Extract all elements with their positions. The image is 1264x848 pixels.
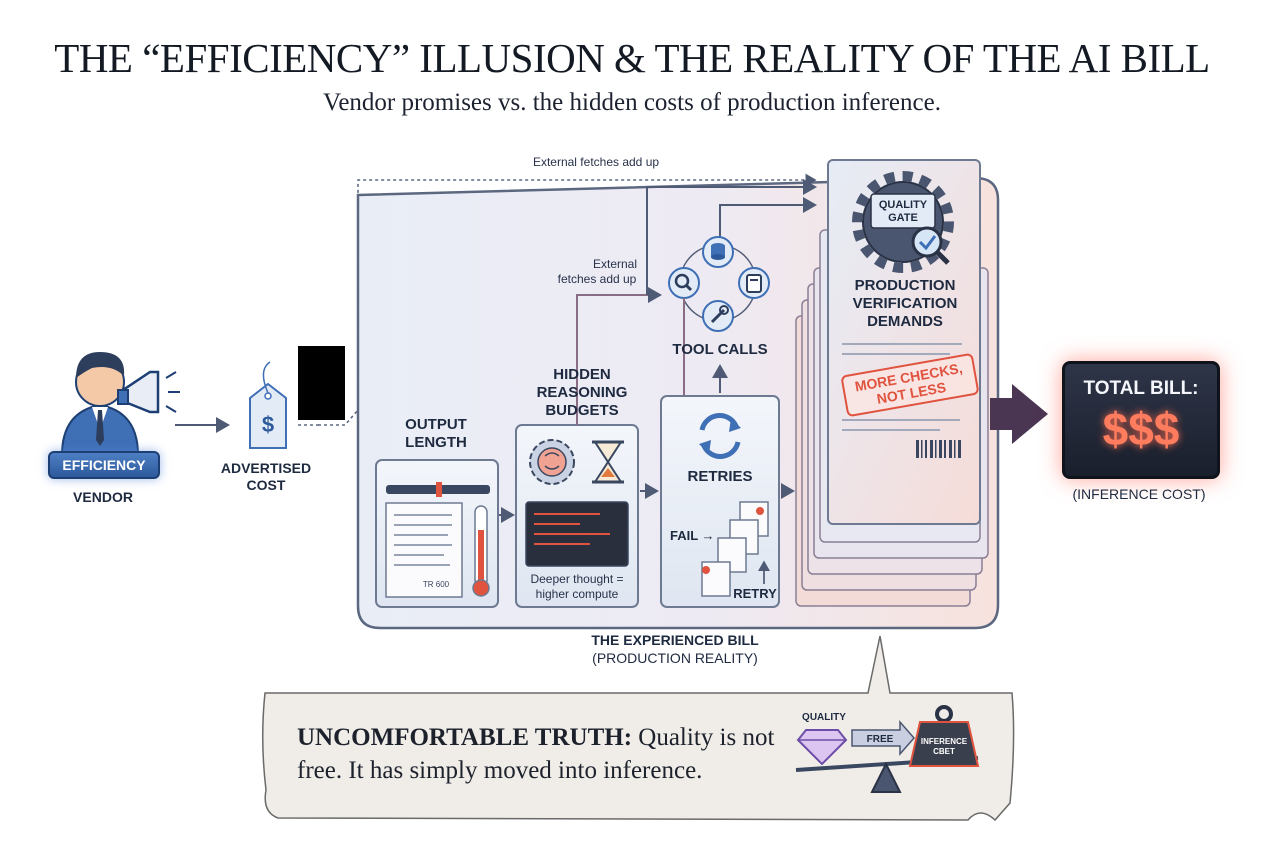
page-title: THE “EFFICIENCY” ILLUSION & THE REALITY … <box>54 35 1210 81</box>
magnifier-check-icon <box>911 226 950 265</box>
total-bill-title: TOTAL BILL: <box>1083 378 1199 399</box>
refresh-icon <box>699 413 741 459</box>
vendor-figure-icon <box>60 352 140 456</box>
megaphone-icon <box>117 370 180 414</box>
connector-to-verification-top <box>646 179 817 295</box>
verification-text-lines <box>842 343 962 431</box>
connector-reasoning-to-tools <box>576 287 662 425</box>
scale-weight-line1: INFERENCE <box>921 737 968 746</box>
reasoning-line2: REASONING <box>536 384 628 401</box>
scale-quality-label: QUALITY <box>802 712 846 723</box>
scale-free-label: FREE <box>867 734 894 745</box>
redaction-box <box>298 346 345 420</box>
uncomfortable-truth-text: UNCOMFORTABLE TRUTH: Quality is not free… <box>297 722 777 787</box>
output-length-meter-marker <box>436 482 442 497</box>
weight-icon <box>908 705 980 767</box>
database-icon <box>711 243 725 260</box>
retries-retry-label: RETRY <box>733 586 777 601</box>
truth-note-paper <box>262 635 1015 822</box>
reasoning-line1: HIDDEN <box>553 366 611 383</box>
free-arrow-icon <box>851 720 915 756</box>
total-bill-amount: $$$ <box>1102 403 1180 455</box>
dotted-connector-top <box>318 173 817 426</box>
calculator-icon <box>746 274 762 293</box>
output-length-line2: LENGTH <box>405 434 467 451</box>
price-tag-icon <box>249 361 287 449</box>
verification-line1: PRODUCTION <box>854 277 956 294</box>
efficiency-badge: EFFICIENCY <box>48 451 160 479</box>
document-scroll-icon <box>385 502 463 598</box>
verification-line2: VERIFICATION <box>852 295 958 312</box>
page-subtitle: Vendor promises vs. the hidden costs of … <box>323 89 941 116</box>
output-length-line1: OUTPUT <box>405 416 467 433</box>
total-bill-display: TOTAL BILL: $$$ <box>1062 361 1220 479</box>
reasoning-caption-line1: Deeper thought = <box>530 572 624 586</box>
external-fetches-top-label: External fetches add up <box>533 155 659 169</box>
thermometer-icon <box>472 505 490 597</box>
diamond-icon <box>796 729 848 766</box>
scale-weight-line2: CBET <box>933 747 955 756</box>
reasoning-line3: BUDGETS <box>545 402 619 419</box>
search-icon <box>674 273 693 292</box>
external-fetches-mid-line1: External <box>593 257 637 271</box>
quality-gate-line1: QUALITY <box>879 199 928 211</box>
experienced-bill-line2: (PRODUCTION REALITY) <box>592 650 758 666</box>
output-length-meter-reading: TR 600 <box>423 580 450 589</box>
retries-label: RETRIES <box>687 468 753 485</box>
truth-lead: UNCOMFORTABLE TRUTH: <box>297 724 633 751</box>
hourglass-icon <box>592 440 624 484</box>
advertised-cost-line2: COST <box>246 477 286 493</box>
brain-gear-icon <box>529 439 575 485</box>
retry-documents-icon <box>701 501 769 597</box>
terminal-screen-icon <box>525 501 629 567</box>
experienced-bill-line1: THE EXPERIENCED BILL <box>591 632 759 648</box>
verification-line3: DEMANDS <box>867 313 943 330</box>
reasoning-caption-line2: higher compute <box>535 587 619 601</box>
external-fetches-mid-line2: fetches add up <box>558 272 637 286</box>
arrow-to-total-bill <box>990 384 1048 444</box>
connector-tools-to-verification <box>719 197 817 240</box>
quality-gate-line2: GATE <box>888 212 918 224</box>
vendor-label: VENDOR <box>73 489 133 505</box>
truth-body: Quality is not free. It has simply moved… <box>297 724 775 784</box>
price-tag-dollar: $ <box>262 412 274 437</box>
inference-cost-caption: (INFERENCE COST) <box>1072 486 1206 502</box>
wrench-icon <box>710 305 729 324</box>
barcode-icon <box>916 440 961 458</box>
advertised-cost-line1: ADVERTISED <box>220 460 312 476</box>
tool-calls-label: TOOL CALLS <box>672 341 768 358</box>
retries-fail-label: FAIL → <box>670 528 715 543</box>
